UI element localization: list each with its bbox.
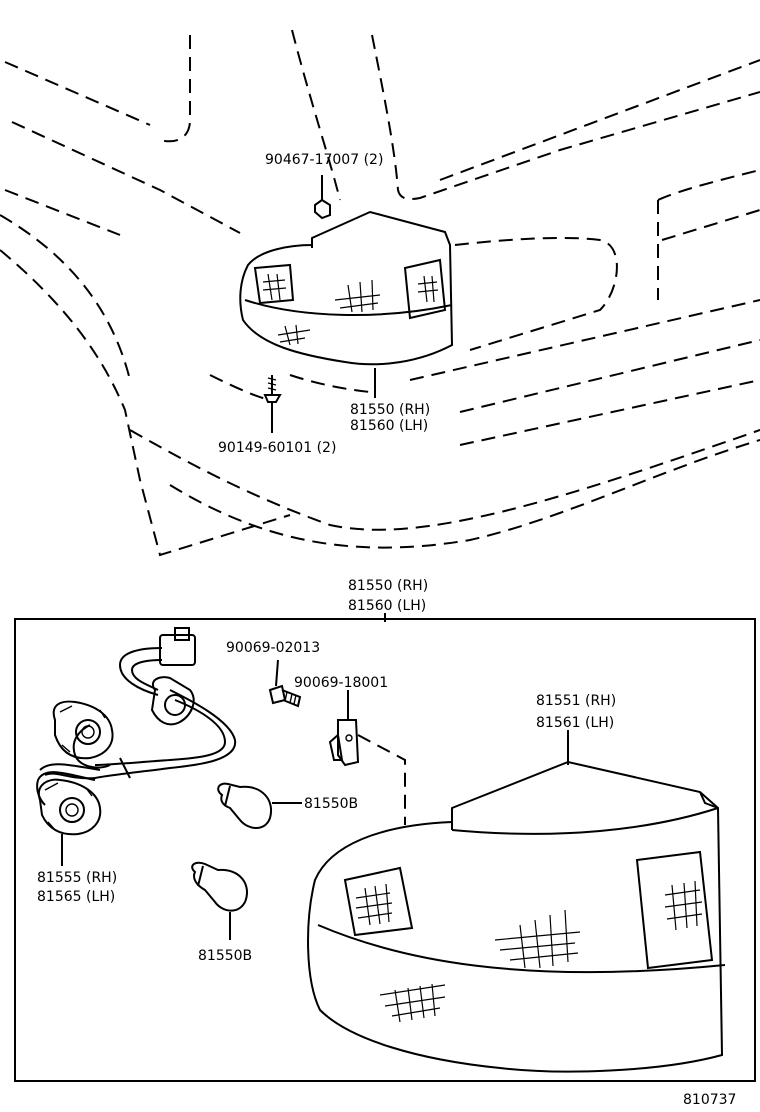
bulb-upper-icon	[217, 782, 302, 829]
lamp-lens-icon	[307, 760, 726, 1073]
lens-lh-label: 81561 (LH)	[536, 715, 614, 731]
socket-lh-label: 81565 (LH)	[37, 889, 115, 905]
clip-label: 90069-18001	[294, 675, 388, 691]
vehicle-body-outline	[0, 29, 760, 557]
exploded-view-frame	[14, 618, 756, 1082]
wire-harness	[36, 627, 237, 806]
bulb-lower-icon	[191, 861, 248, 940]
socket-upper-icon	[52, 676, 195, 760]
assembly-lh-label: 81560 (LH)	[348, 598, 426, 614]
clip-icon	[328, 690, 406, 825]
assembly-rh-label: 81550 (RH)	[348, 578, 428, 594]
screw-bottom-label: 90149-60101 (2)	[218, 440, 336, 456]
rear-combination-lamp-top	[239, 210, 454, 366]
bolt-icon	[268, 659, 302, 708]
socket-lower-icon	[37, 778, 102, 866]
screw-top-label: 90467-17007 (2)	[265, 152, 383, 168]
diagram-number: 810737	[683, 1092, 736, 1108]
bulb-upper-label: 81550B	[304, 796, 358, 812]
screw-bottom-icon	[263, 375, 282, 433]
bulb-lower-label: 81550B	[198, 948, 252, 964]
screw-top-icon	[314, 175, 331, 220]
bolt-label: 90069-02013	[226, 640, 320, 656]
lamp-lh-label: 81560 (LH)	[350, 418, 428, 434]
lamp-rh-label: 81550 (RH)	[350, 402, 430, 418]
lens-rh-label: 81551 (RH)	[536, 693, 616, 709]
socket-rh-label: 81555 (RH)	[37, 870, 117, 886]
